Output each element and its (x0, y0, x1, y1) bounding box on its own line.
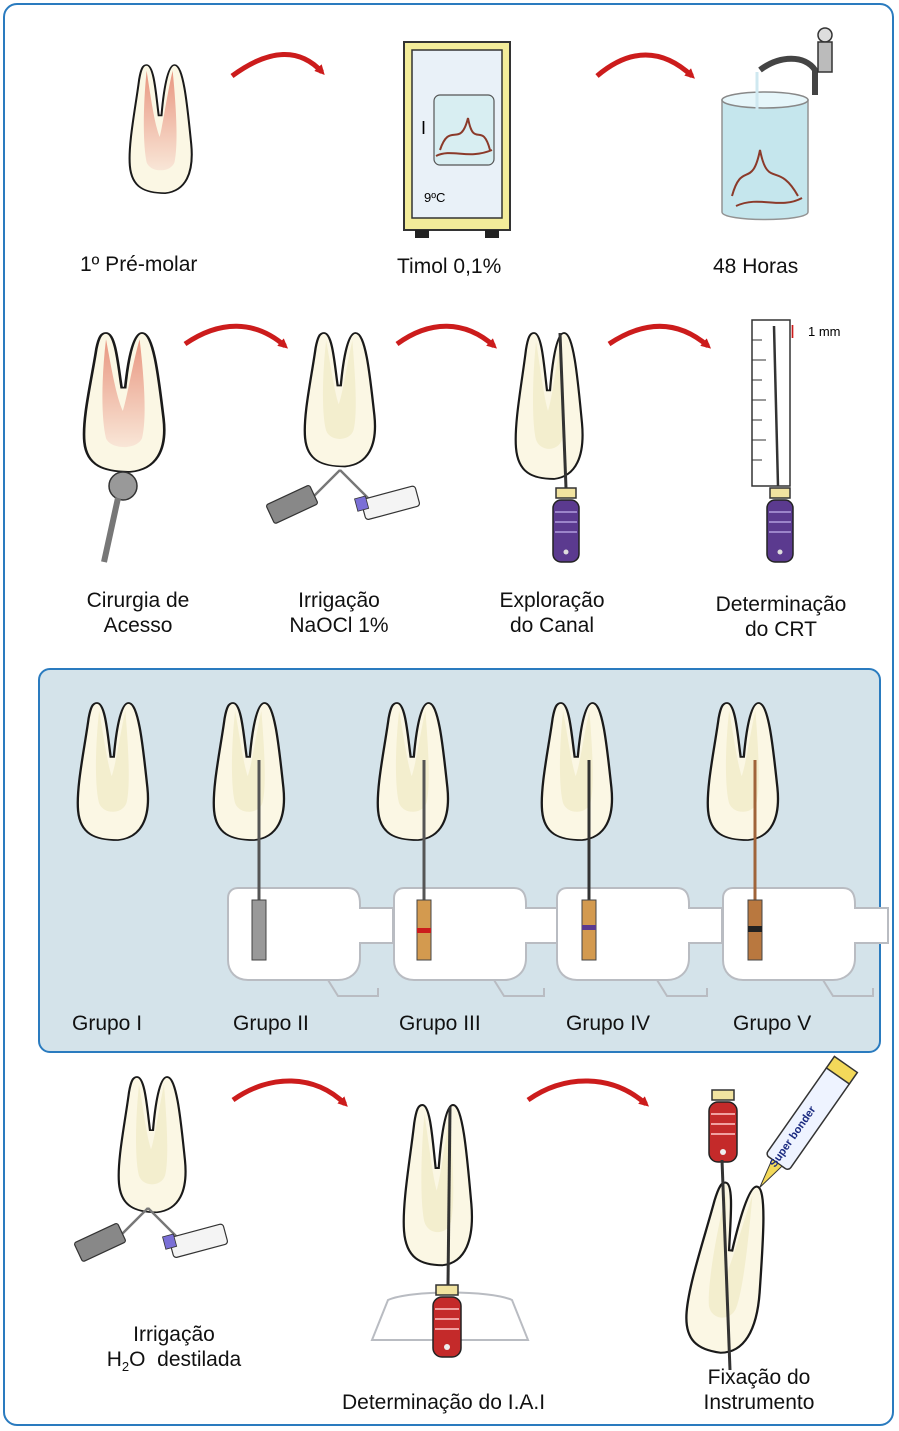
premolar-tooth (130, 65, 192, 193)
label-grupo-4: Grupo IV (566, 1011, 650, 1036)
exploration-tooth (516, 333, 583, 562)
label-exploracao-2: do Canal (482, 613, 622, 638)
label-fixacao-2: Instrumento (684, 1390, 834, 1415)
arrow-5 (609, 326, 708, 346)
irrigation-tooth (266, 333, 420, 524)
label-premolar: 1º Pré-molar (80, 252, 197, 277)
label-cirurgia-2: Acesso (76, 613, 200, 638)
label-fixacao-1: Fixação do (684, 1365, 834, 1390)
refrigerator-icon (404, 42, 510, 238)
fixation-tooth (681, 1056, 858, 1370)
access-tooth (84, 333, 164, 562)
group-5-tooth (708, 703, 888, 996)
iai-tooth (372, 1105, 528, 1357)
label-determinacao-crt: Determinação do CRT (698, 592, 864, 642)
arrow-4 (397, 326, 494, 346)
group-4-tooth (542, 703, 722, 996)
ruler-mark: I (790, 322, 795, 342)
arrow-7 (528, 1081, 646, 1104)
label-grupo-1: Grupo I (72, 1011, 142, 1036)
arrow-6 (233, 1081, 345, 1104)
label-exploracao: Exploração do Canal (482, 588, 622, 638)
group-2-tooth (214, 703, 393, 996)
label-irrig-line-2: H2O destilada (104, 1347, 244, 1379)
fridge-temp: 9ºC (424, 190, 445, 205)
ruler-label: 1 mm (808, 324, 841, 339)
label-irrig-line-1: Irrigação (104, 1322, 244, 1347)
label-irrigacao-2: NaOCl 1% (277, 613, 401, 638)
label-grupo-3: Grupo III (399, 1011, 481, 1036)
label-cirurgia-1: Cirurgia de (76, 588, 200, 613)
label-determinacao-1: Determinação (698, 592, 864, 617)
label-cirurgia: Cirurgia de Acesso (76, 588, 200, 638)
group-1-tooth (78, 703, 148, 840)
label-irrigacao: Irrigação NaOCl 1% (277, 588, 401, 638)
label-determinacao-2: do CRT (698, 617, 864, 642)
label-48-horas: 48 Horas (713, 254, 798, 279)
label-grupo-2: Grupo II (233, 1011, 309, 1036)
ruler-icon (752, 320, 793, 562)
label-irrig-h: H (107, 1348, 122, 1371)
label-irrigacao-h2o: Irrigação H2O destilada (104, 1322, 244, 1379)
label-iai: Determinação do I.A.I (342, 1390, 545, 1415)
group-3-tooth (378, 703, 559, 996)
water-beaker-icon (722, 28, 832, 220)
label-fixacao: Fixação do Instrumento (684, 1365, 834, 1415)
arrow-3 (185, 326, 285, 346)
label-irrig-rest: O destilada (129, 1348, 241, 1371)
label-grupo-5: Grupo V (733, 1011, 811, 1036)
fridge-mark: I (421, 118, 426, 138)
label-exploracao-1: Exploração (482, 588, 622, 613)
irrigation-h2o-tooth (74, 1077, 228, 1262)
arrow-1 (232, 54, 322, 76)
label-timol: Timol 0,1% (397, 254, 501, 279)
label-irrigacao-1: Irrigação (277, 588, 401, 613)
arrow-2 (597, 55, 692, 76)
